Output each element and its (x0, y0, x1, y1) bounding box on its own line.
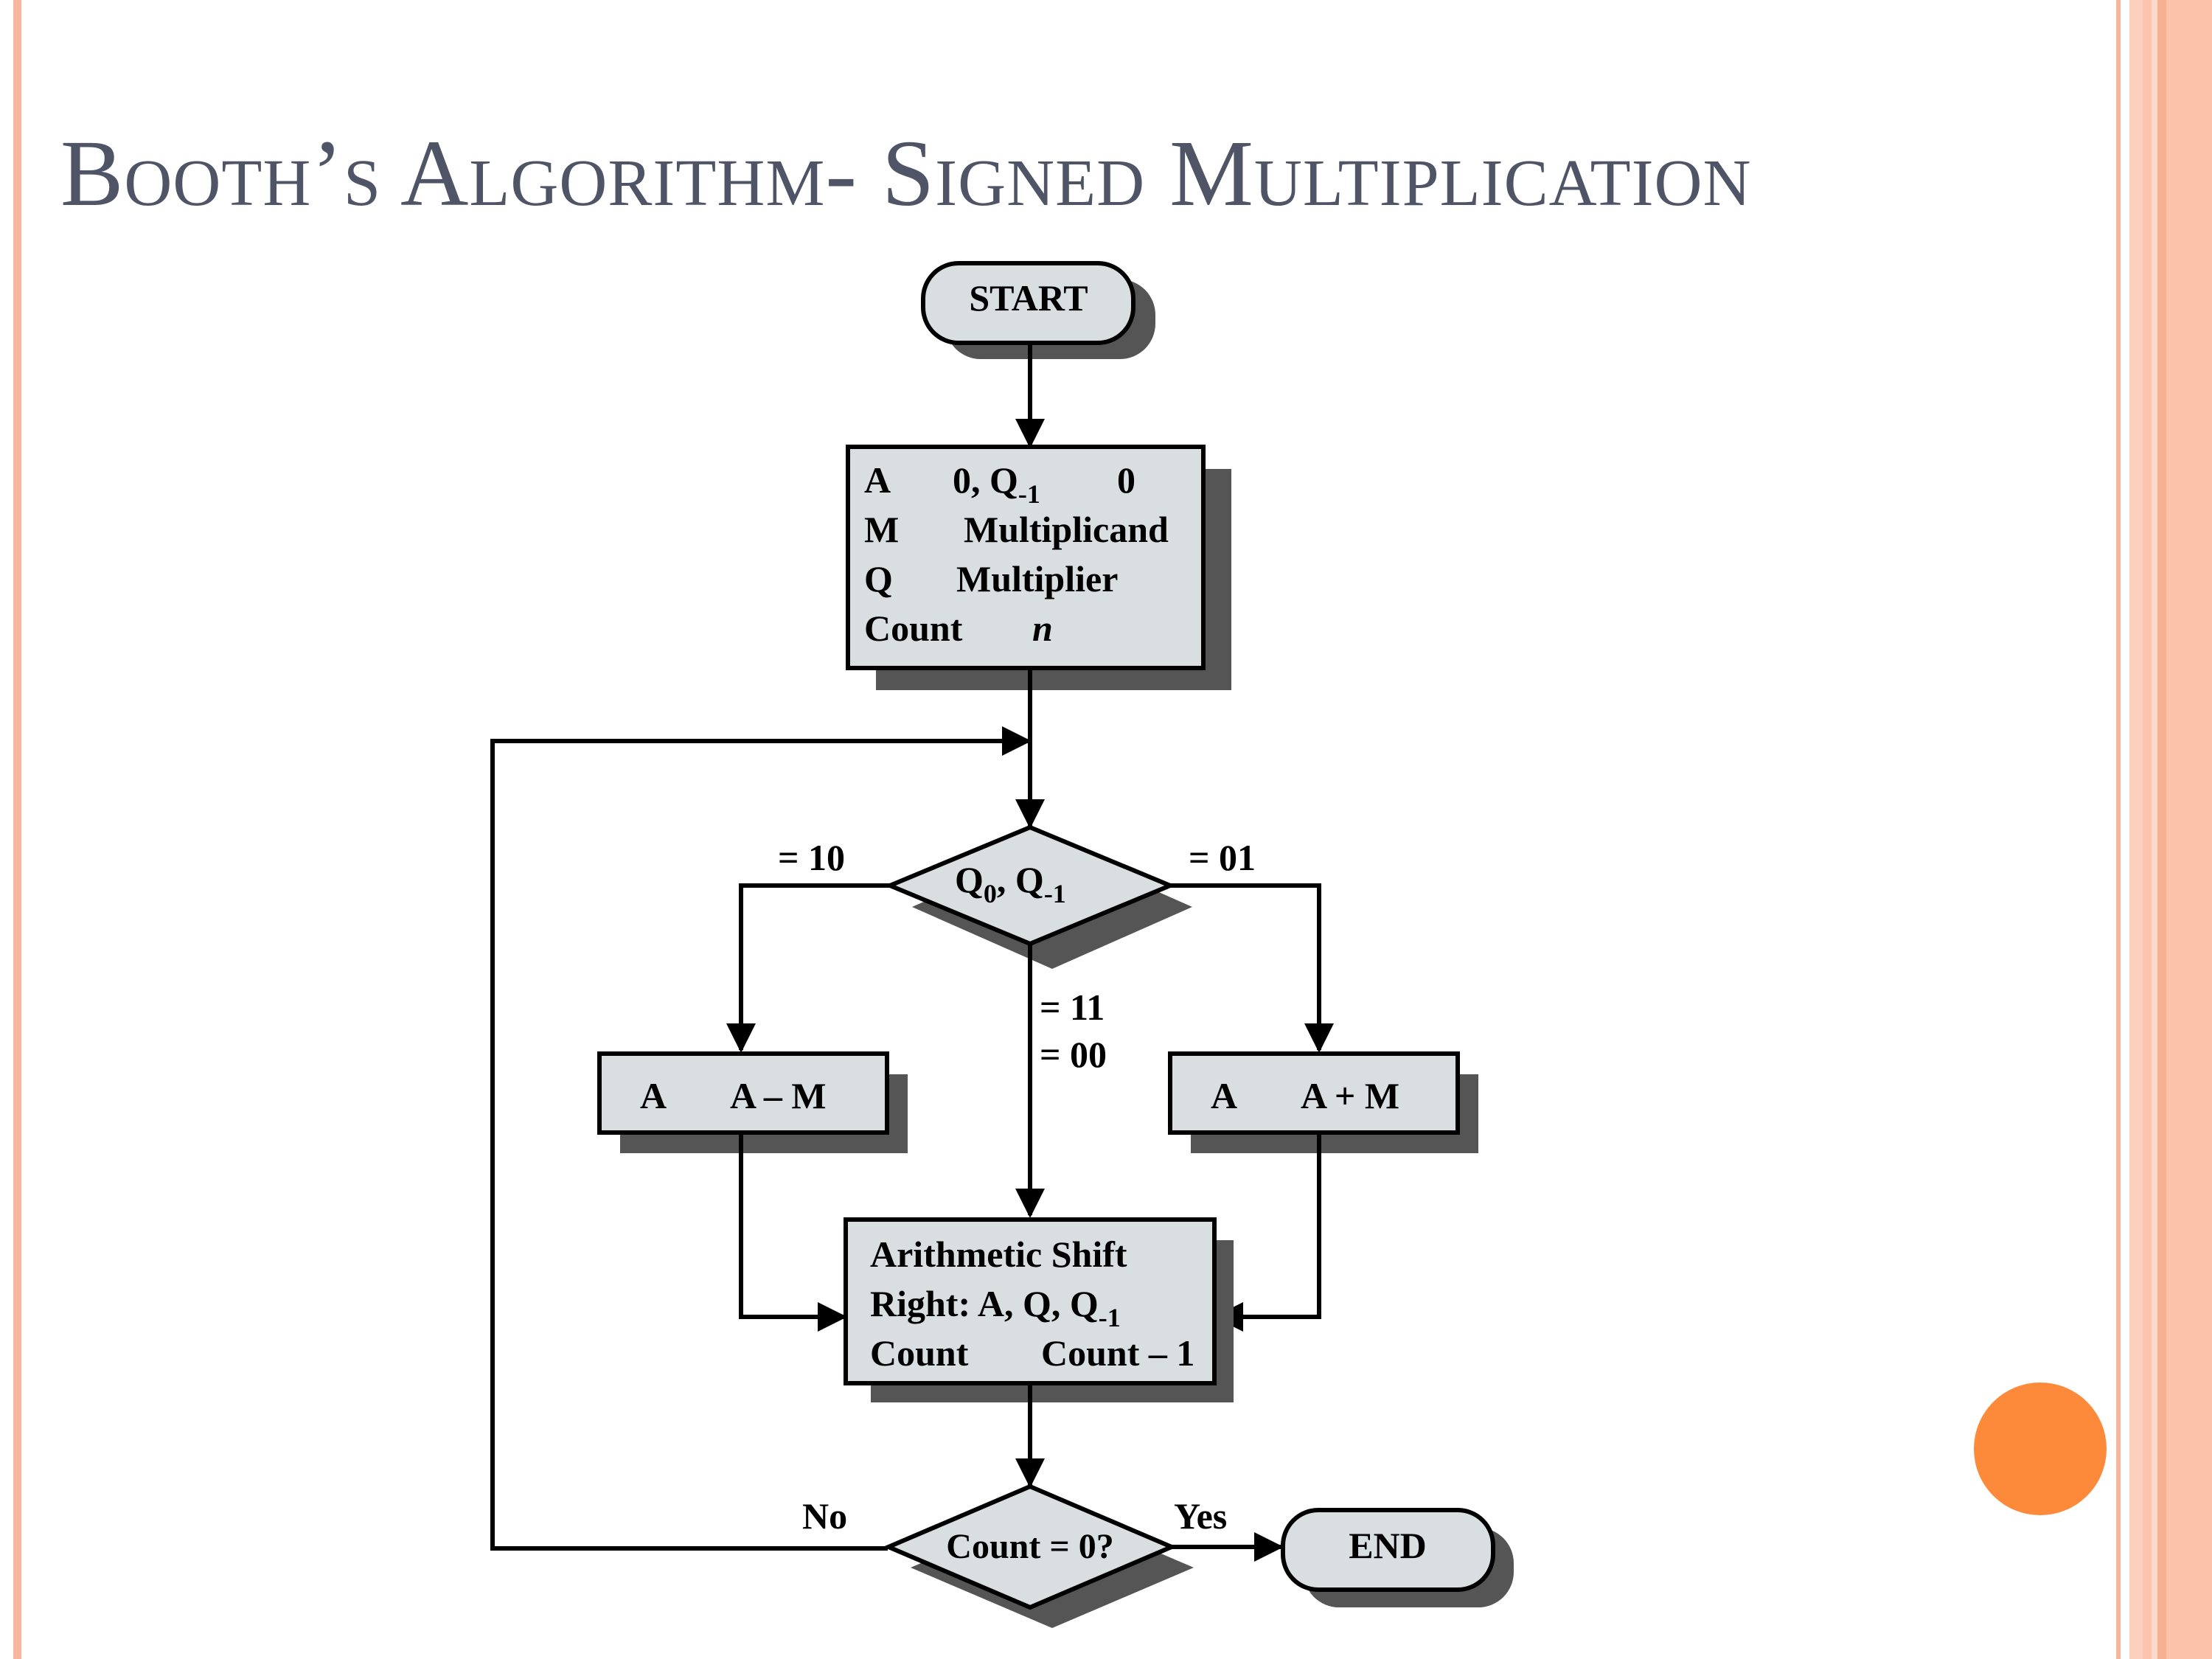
arrow-to-add (1170, 883, 1334, 1053)
right-border-stripe (2143, 0, 2152, 1659)
end-terminal: END (1281, 1508, 1514, 1607)
right-border-stripe (2152, 0, 2157, 1659)
slide-title: Booth’s Algorithm- Signed Multiplication (60, 121, 1752, 226)
count-decision-label: Count = 0? (946, 1527, 1113, 1566)
subtract-label: A A – M (640, 1075, 827, 1116)
add-label: A A + M (1211, 1075, 1399, 1116)
right-border (2116, 0, 2212, 1659)
shift-line-1: Arithmetic Shift (870, 1234, 1127, 1275)
decorative-dot (1974, 1382, 2107, 1515)
right-border-stripe (2116, 0, 2121, 1659)
right-border-stripe (2157, 0, 2166, 1659)
bits-decision-label: Q0, Q-1 (955, 859, 1066, 908)
init-row-m: M Multiplicand (864, 509, 1169, 550)
init-row-a: A 0, Q-1 0 (864, 459, 1135, 511)
label-yes: Yes (1174, 1495, 1227, 1537)
arrow-to-subtract (726, 883, 890, 1053)
shift-box: Arithmetic Shift Right: A, Q, Q-1 Count … (844, 1217, 1234, 1402)
label-zero-one: = 01 (1189, 837, 1256, 878)
init-row-count: Count n (864, 608, 1053, 649)
label-no: No (802, 1495, 847, 1537)
init-row-q: Q Multiplier (864, 558, 1118, 599)
subtract-box: A A – M (597, 1051, 908, 1153)
arrow-add-to-shift (1214, 1133, 1321, 1332)
bits-decision: Q0, Q-1 (884, 824, 1192, 969)
loop-back-line (490, 726, 1032, 1551)
right-border-stripe (2129, 0, 2143, 1659)
end-label: END (1349, 1525, 1427, 1566)
right-border-stripe (2166, 0, 2212, 1659)
count-decision: Count = 0? (883, 1484, 1194, 1628)
label-ten: = 10 (778, 837, 845, 878)
start-terminal: START (921, 261, 1155, 359)
start-label: START (969, 277, 1088, 319)
left-border-line (13, 0, 21, 1659)
arrow-subtract-to-shift (739, 1133, 847, 1332)
add-box: A A + M (1168, 1051, 1478, 1153)
init-box: A 0, Q-1 0 M Multiplicand Q Multiplier C… (846, 445, 1231, 690)
label-eleven: = 11 (1040, 987, 1105, 1028)
left-border (0, 0, 31, 1659)
label-zero-zero: = 00 (1040, 1034, 1107, 1075)
shift-line-3: Count Count – 1 (870, 1332, 1194, 1374)
shift-line-2: Right: A, Q, Q-1 (870, 1283, 1121, 1332)
